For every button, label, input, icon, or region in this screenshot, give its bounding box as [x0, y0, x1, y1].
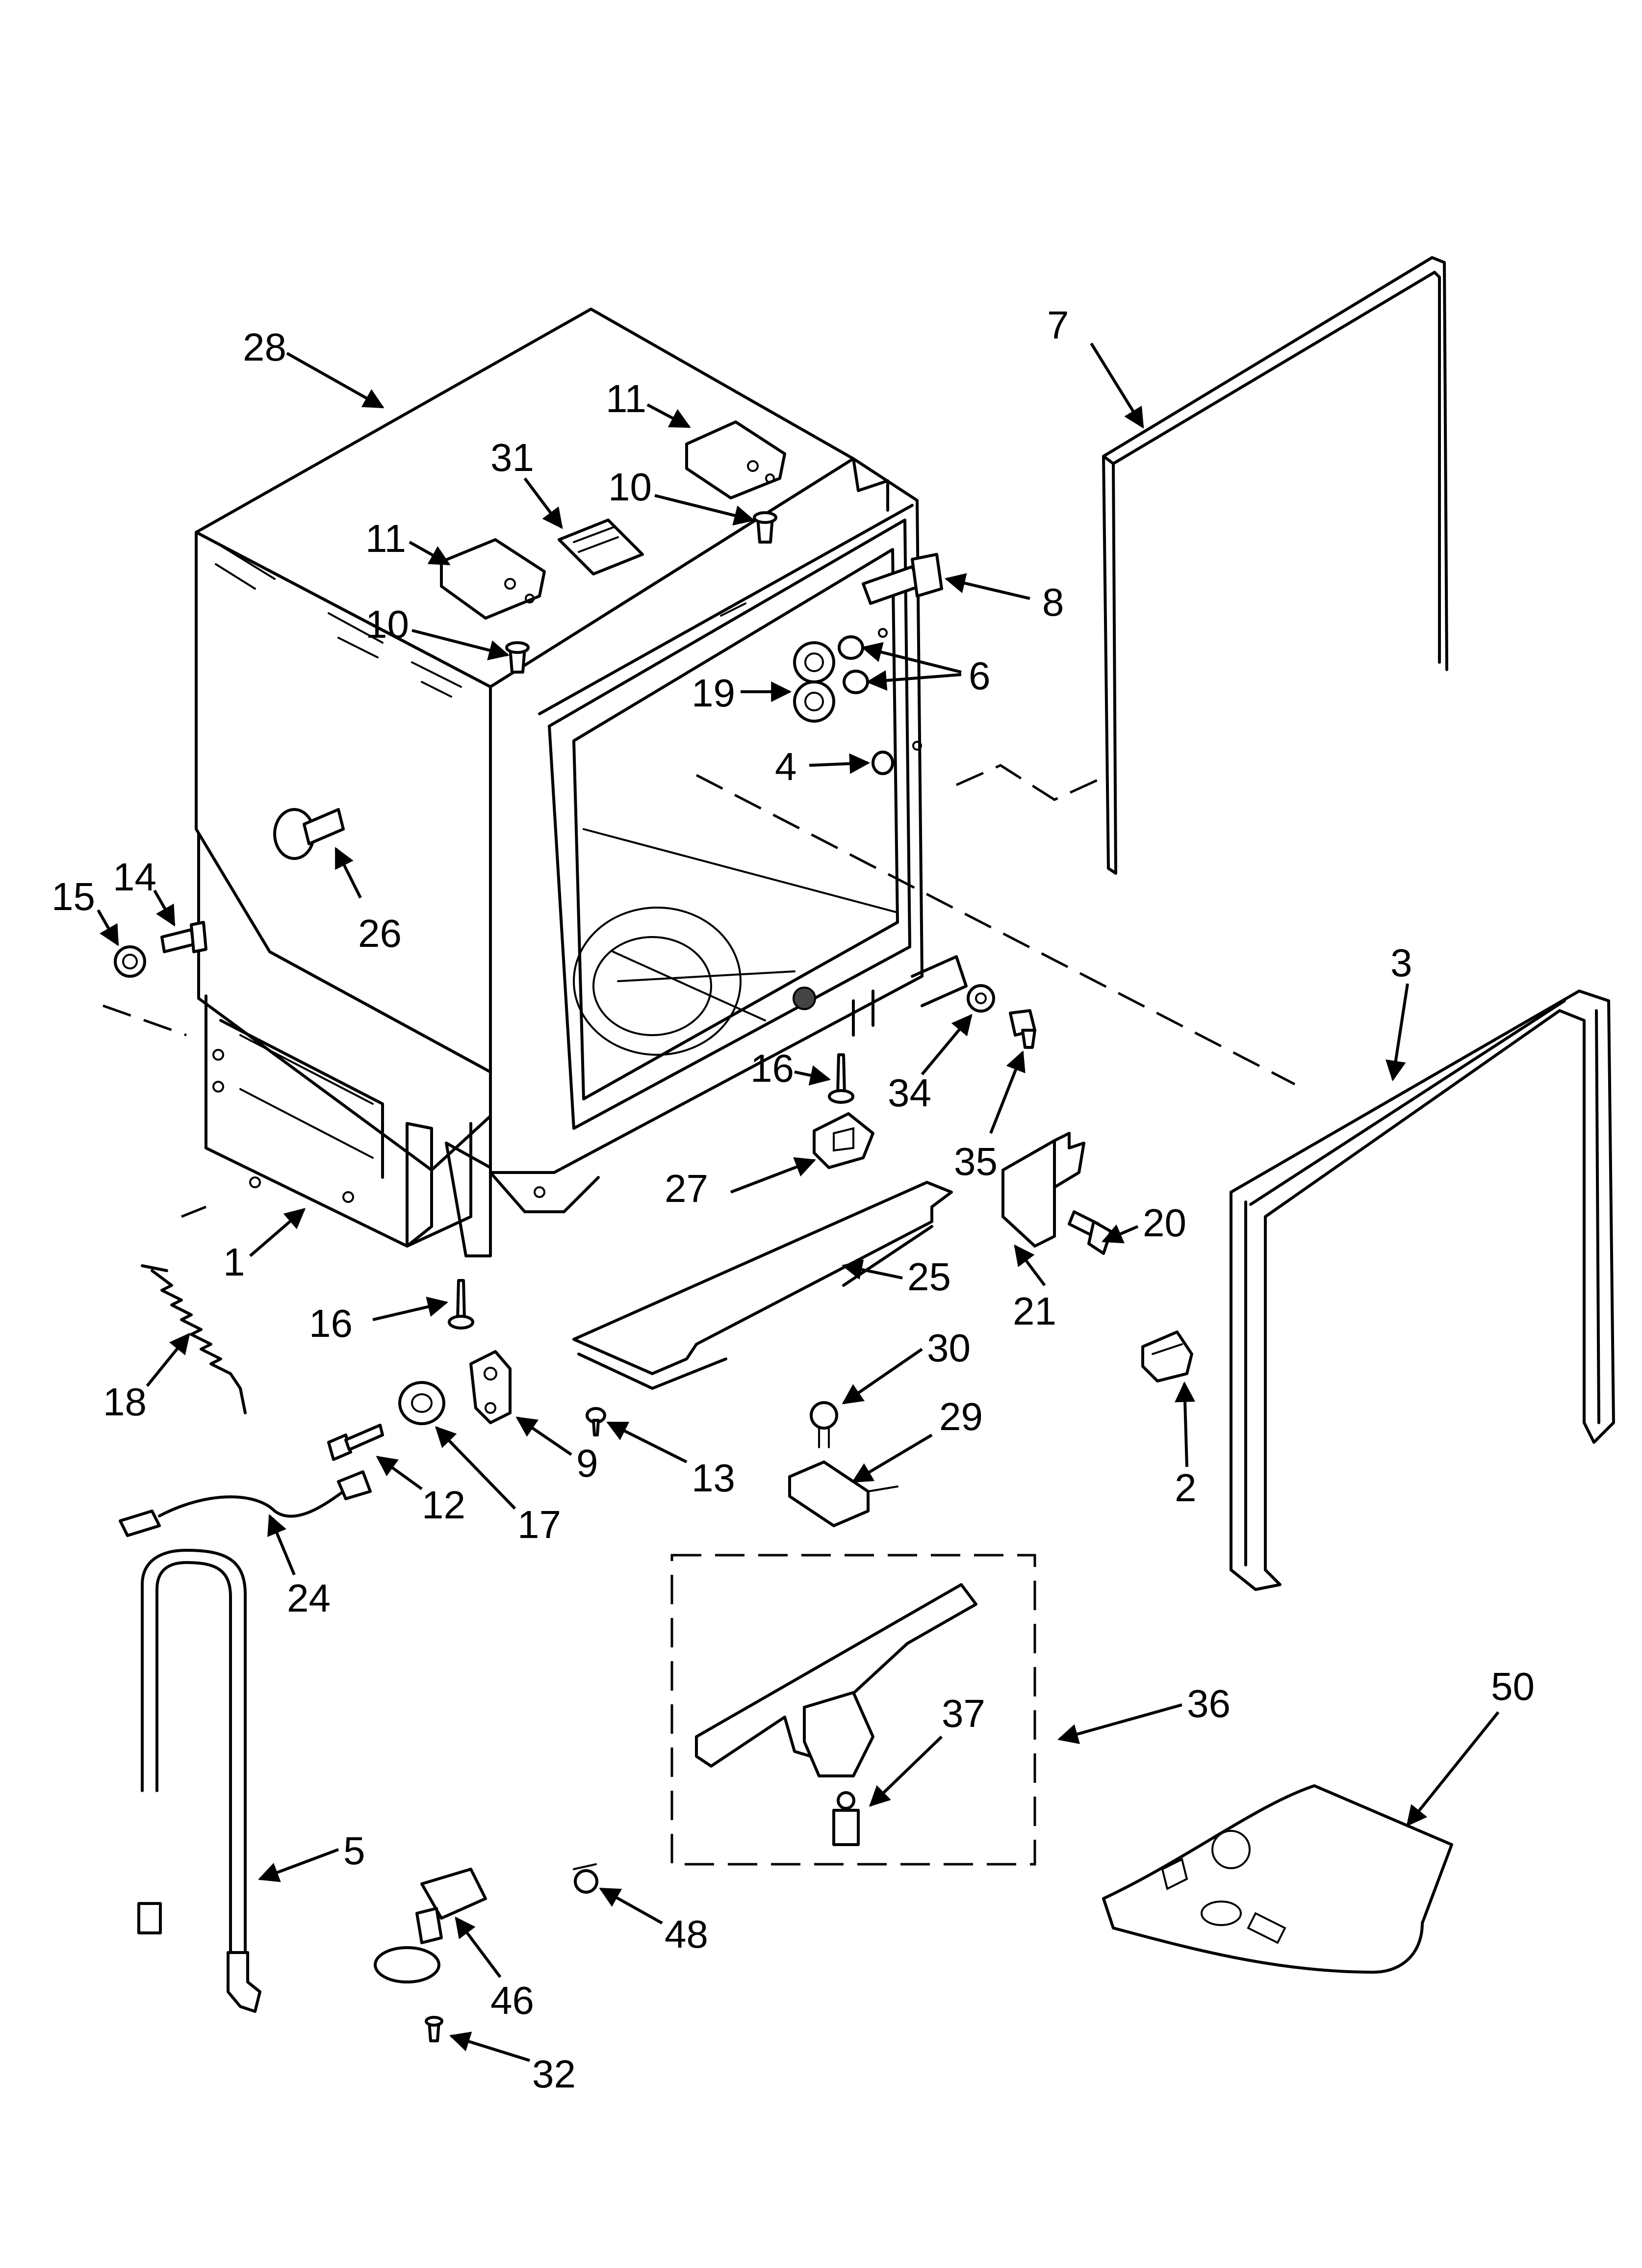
callout-5: 5: [343, 1829, 365, 1873]
leg-icon: [448, 1279, 474, 1330]
callout-13: 13: [692, 1456, 735, 1500]
gasket-icon: [1230, 990, 1615, 1591]
callout-25: 25: [907, 1255, 951, 1299]
screw-icon: [862, 553, 943, 605]
spring-icon: [141, 1264, 247, 1414]
callout-50: 50: [1491, 1665, 1535, 1708]
valve-icon: [374, 1868, 487, 1983]
roller-icon: [793, 641, 835, 723]
callout-28: 28: [243, 325, 286, 369]
wire-icon: [119, 1470, 372, 1537]
callout-7: 7: [1047, 303, 1069, 347]
callout-9: 9: [576, 1441, 598, 1485]
callout-32: 32: [532, 2052, 576, 2096]
callout-21: 21: [1013, 1289, 1056, 1333]
callout-34: 34: [888, 1071, 931, 1115]
screw-icon: [425, 2016, 443, 2042]
callout-46: 46: [490, 1979, 534, 2022]
guide-line: [695, 774, 1296, 1086]
screw-icon: [505, 641, 530, 674]
callout-30: 30: [927, 1326, 971, 1370]
callout-20: 20: [1143, 1201, 1186, 1245]
guide-line: [181, 1205, 206, 1218]
cover-plate-icon: [572, 1181, 953, 1390]
clip-icon: [872, 741, 922, 775]
callout-16: 16: [750, 1046, 794, 1090]
callout-36: 36: [1187, 1682, 1231, 1725]
callout-2: 2: [1175, 1466, 1197, 1510]
callout-17: 17: [517, 1503, 561, 1546]
callout-48: 48: [665, 1912, 708, 1956]
bracket-icon: [813, 1112, 874, 1169]
callout-26: 26: [358, 912, 402, 955]
door-gasket-icon: [1102, 256, 1448, 875]
callout-15: 15: [51, 875, 95, 918]
callout-18: 18: [103, 1380, 147, 1424]
screw-icon: [586, 1407, 606, 1436]
bolt-icon: [160, 921, 207, 953]
callout-27: 27: [665, 1167, 708, 1210]
foot-icon: [114, 945, 146, 978]
hinge-bracket-icon: [685, 420, 786, 499]
latch-icon: [1141, 1330, 1193, 1382]
callout-10: 10: [365, 602, 409, 646]
callout-24: 24: [287, 1576, 331, 1620]
clip-icon: [573, 1863, 598, 1894]
callout-11: 11: [606, 377, 646, 420]
callout-31: 31: [490, 436, 534, 479]
callout-35: 35: [954, 1140, 998, 1183]
callout-labels: 28 11 31 10 11 10 7 8 6 19 4 26 15 14 3 …: [51, 303, 1535, 2096]
callout-11: 11: [365, 517, 406, 560]
callout-10: 10: [608, 465, 652, 509]
plug-icon: [273, 808, 345, 860]
bolt-icon: [327, 1424, 384, 1461]
callout-29: 29: [939, 1395, 983, 1438]
hinge-bracket-icon: [440, 538, 546, 620]
callout-3: 3: [1390, 941, 1412, 985]
hose-icon: [137, 1549, 261, 2013]
bracket-icon: [469, 1350, 512, 1424]
gear-icon: [967, 984, 995, 1013]
sump-assembly: [670, 1554, 1036, 1866]
callout-14: 14: [113, 855, 156, 899]
wheel-icon: [398, 1381, 445, 1425]
sensor-icon: [810, 1401, 838, 1448]
guide-line: [103, 1004, 187, 1037]
callout-19: 19: [692, 671, 735, 715]
screw-icon: [1009, 1009, 1036, 1049]
callout-1: 1: [223, 1240, 245, 1284]
vent-icon: [558, 519, 644, 575]
callout-6: 6: [969, 654, 991, 698]
bracket-icon: [1001, 1132, 1085, 1248]
screw-icon: [753, 511, 777, 544]
bracket-icon: [788, 1460, 898, 1527]
callout-12: 12: [422, 1483, 465, 1527]
screw-icon: [1068, 1210, 1112, 1255]
callout-8: 8: [1042, 580, 1064, 624]
hardware-bag-icon: [1102, 1784, 1453, 1974]
leg-icon: [828, 1053, 854, 1104]
callout-16: 16: [309, 1302, 353, 1345]
guide-line: [955, 764, 1109, 801]
callout-37: 37: [942, 1692, 985, 1735]
callout-4: 4: [775, 745, 797, 788]
